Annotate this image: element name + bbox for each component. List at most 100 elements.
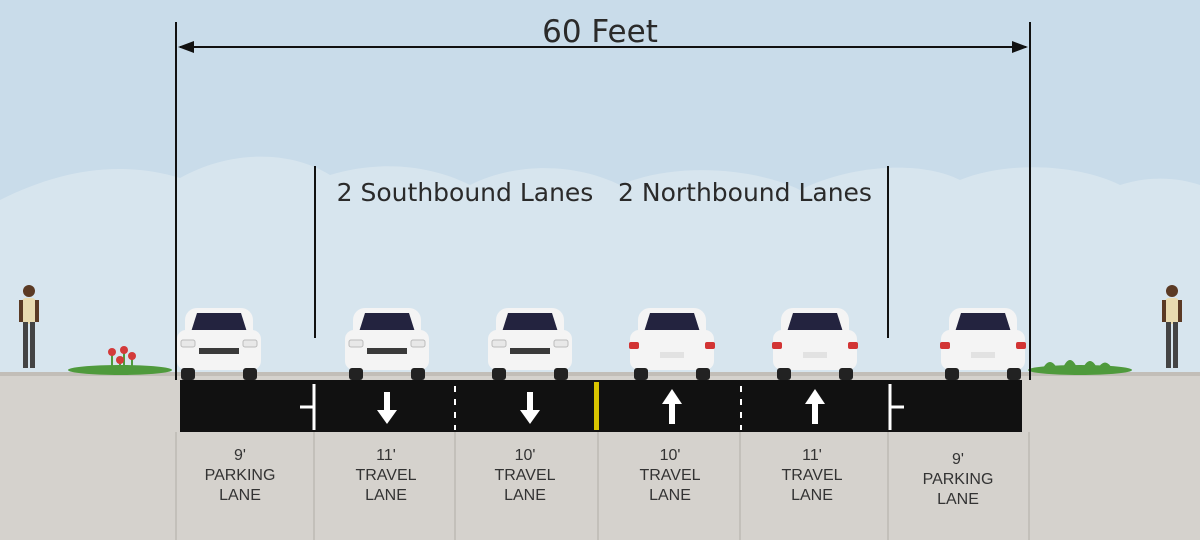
northbound-group-label: 2 Northbound Lanes xyxy=(618,178,872,207)
shrub xyxy=(1042,362,1058,370)
person-arm xyxy=(1178,300,1182,322)
shrub xyxy=(1097,362,1113,370)
person-arm xyxy=(1162,300,1166,322)
pedestrian-left xyxy=(19,285,39,368)
person-head xyxy=(23,285,35,297)
arrow-head xyxy=(520,410,540,424)
car-windshield xyxy=(359,313,415,332)
car-body xyxy=(941,330,1025,370)
flower xyxy=(128,352,136,360)
shrub xyxy=(1062,360,1078,370)
person-torso xyxy=(22,298,36,324)
car-windshield xyxy=(787,313,843,332)
grille xyxy=(510,348,550,354)
tail-light xyxy=(629,342,639,349)
car-tire xyxy=(349,368,363,380)
lane-width: 9' xyxy=(234,447,246,464)
car-tire xyxy=(554,368,568,380)
flower xyxy=(120,346,128,354)
car-tire xyxy=(777,368,791,380)
flower xyxy=(116,356,124,364)
person-leg xyxy=(1173,322,1178,368)
head-light xyxy=(180,339,196,348)
car-tire xyxy=(945,368,959,380)
lane-type: LANE xyxy=(365,487,407,504)
car-tire xyxy=(411,368,425,380)
grille xyxy=(367,348,407,354)
center-line xyxy=(594,382,599,430)
southbound-car xyxy=(345,308,429,380)
car-windshield xyxy=(955,313,1011,332)
head-light xyxy=(491,339,507,348)
lane-width: 11' xyxy=(376,447,396,464)
lane-type: LANE xyxy=(791,487,833,504)
lane-type: PARKING xyxy=(922,471,994,488)
car-tire xyxy=(181,368,195,380)
down-arrow-icon xyxy=(520,392,540,424)
northbound-car xyxy=(772,308,858,380)
arrow-head xyxy=(805,389,825,404)
head-light xyxy=(410,339,426,348)
arrow-head xyxy=(377,410,397,424)
lane-label-6: 9' PARKING LANE xyxy=(898,450,1018,510)
parked-car xyxy=(177,308,261,380)
shrub xyxy=(1082,361,1098,370)
head-light xyxy=(242,339,258,348)
car-tire xyxy=(243,368,257,380)
grille xyxy=(199,348,239,354)
lane-label-5: 11' TRAVEL LANE xyxy=(748,446,876,506)
lane-label-2: 11' TRAVEL LANE xyxy=(322,446,450,506)
lane-label-3: 10' TRAVEL LANE xyxy=(462,446,588,506)
license-plate xyxy=(803,352,827,358)
northbound-car xyxy=(629,308,715,380)
car-tire xyxy=(492,368,506,380)
person-arm xyxy=(19,300,23,322)
arrow-shaft xyxy=(812,402,818,424)
lane-type: PARKING xyxy=(204,467,276,484)
car-body xyxy=(630,330,714,370)
flower xyxy=(108,348,116,356)
head-light xyxy=(348,339,364,348)
lane-label-4: 10' TRAVEL LANE xyxy=(606,446,734,506)
parked-car xyxy=(940,308,1026,380)
arrow-shaft xyxy=(669,402,675,424)
tail-light xyxy=(772,342,782,349)
curb-line xyxy=(0,372,1200,376)
southbound-group-label: 2 Southbound Lanes xyxy=(336,178,594,207)
arrow-shaft xyxy=(527,392,533,412)
car-windshield xyxy=(644,313,700,332)
license-plate xyxy=(660,352,684,358)
tail-light xyxy=(848,342,858,349)
person-arm xyxy=(35,300,39,322)
lane-type: LANE xyxy=(504,487,546,504)
lane-type: TRAVEL xyxy=(494,467,556,484)
person-torso xyxy=(1165,298,1179,324)
lane-width: 9' xyxy=(952,451,964,468)
up-arrow-icon xyxy=(805,389,825,424)
person-leg xyxy=(1166,322,1171,368)
tail-light xyxy=(940,342,950,349)
arrowhead-left-icon xyxy=(178,41,194,53)
lane-width: 10' xyxy=(514,447,536,464)
up-arrow-icon xyxy=(662,389,682,424)
arrowhead-right-icon xyxy=(1012,41,1028,53)
arrow-head xyxy=(662,389,682,404)
total-width-label: 60 Feet xyxy=(542,14,658,50)
grass-patch xyxy=(68,365,172,375)
car-tire xyxy=(634,368,648,380)
lane-width: 10' xyxy=(659,447,681,464)
lane-type: TRAVEL xyxy=(355,467,417,484)
lane-type: TRAVEL xyxy=(639,467,701,484)
arrow-shaft xyxy=(384,392,390,412)
license-plate xyxy=(971,352,995,358)
tail-light xyxy=(1016,342,1026,349)
head-light xyxy=(553,339,569,348)
lane-type: LANE xyxy=(219,487,261,504)
southbound-car xyxy=(488,308,572,380)
car-windshield xyxy=(502,313,558,332)
lane-type: TRAVEL xyxy=(781,467,843,484)
car-windshield xyxy=(191,313,247,332)
lane-label-1: 9' PARKING LANE xyxy=(180,446,300,506)
